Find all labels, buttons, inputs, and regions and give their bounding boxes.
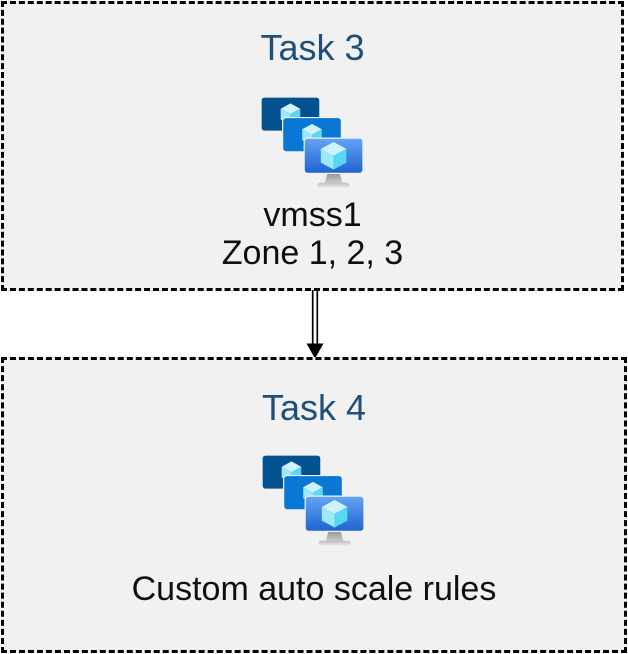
down-arrow-connector bbox=[306, 290, 324, 359]
vm-scale-sets-icon bbox=[259, 96, 367, 192]
task-4-title: Task 4 bbox=[261, 387, 367, 428]
task-box-3: Task 3 vmss1 Zone 1, 2, 3 bbox=[1, 1, 624, 291]
task-box-4: Task 4 Custom auto scale rules bbox=[1, 357, 627, 653]
zone-label: Zone 1, 2, 3 bbox=[221, 234, 404, 272]
autoscale-rules-label: Custom auto scale rules bbox=[131, 570, 497, 608]
arrowhead-icon bbox=[306, 343, 324, 359]
task-3-title: Task 3 bbox=[260, 27, 365, 68]
vm-scale-sets-icon bbox=[260, 454, 368, 550]
vmss-name-label: vmss1 bbox=[263, 196, 362, 234]
